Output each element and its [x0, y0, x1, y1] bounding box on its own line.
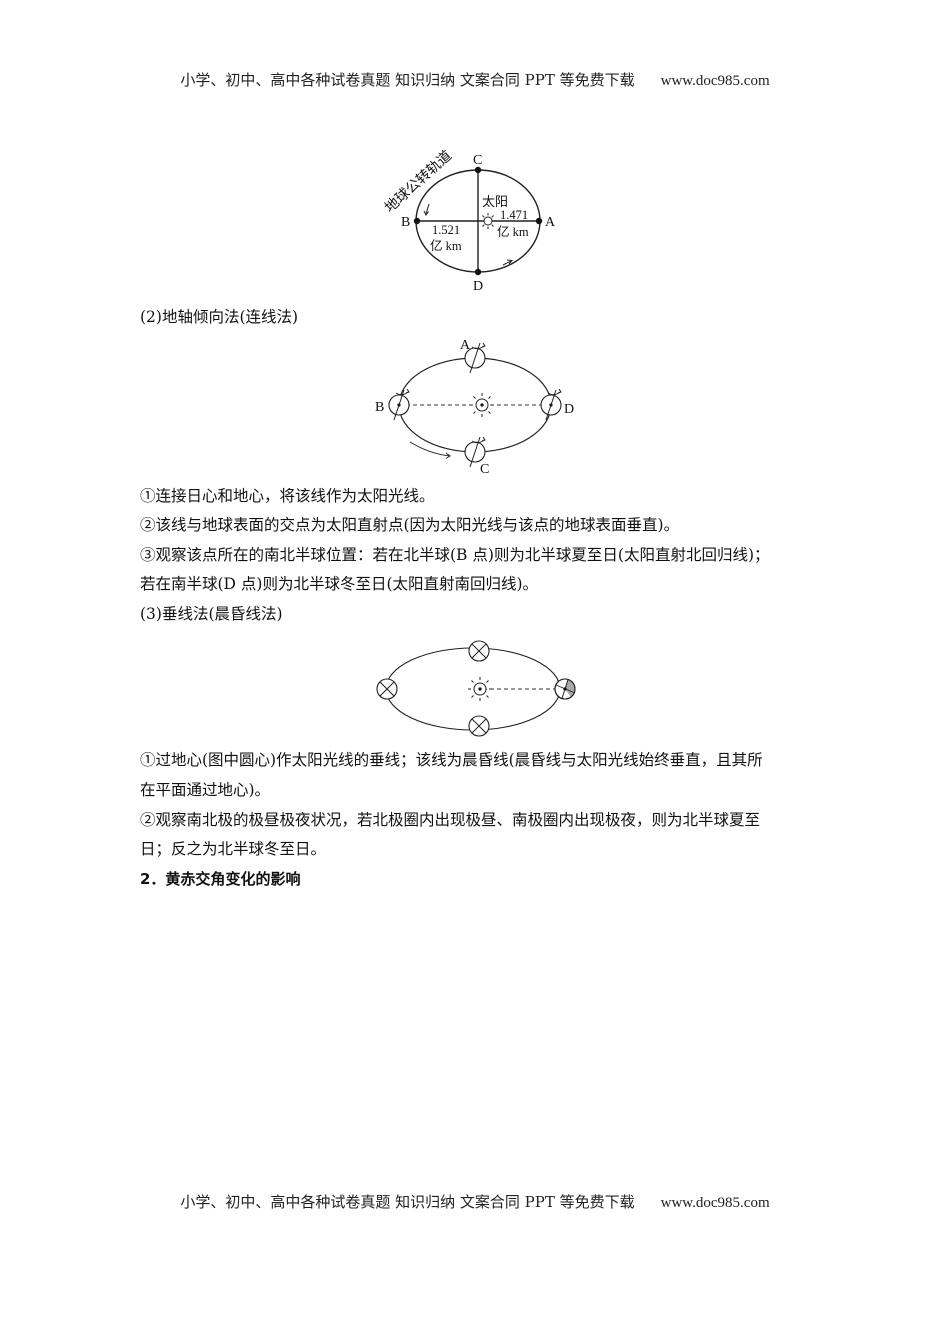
point-d-label: D	[473, 279, 483, 294]
earth-bottom-icon	[468, 715, 490, 737]
point-a-label: A	[460, 338, 471, 353]
orbit-distance-diagram: 地球公转轨道 C B A D 太阳 1.471 亿 km 1.521 亿 km	[382, 148, 556, 294]
earth-right-icon	[554, 678, 576, 700]
earth-top-icon	[468, 640, 490, 662]
point-d-label: D	[564, 402, 574, 417]
point-b-label: B	[401, 215, 410, 230]
point-b-label: B	[375, 400, 384, 415]
page-header: 小学、初中、高中各种试卷真题 知识归纳 文案合同 PPT 等免费下载 www.do…	[0, 69, 950, 90]
paragraph: 在平面通过地心)。	[140, 781, 271, 799]
paragraph: ③观察该点所在的南北半球位置：若在北半球(B 点)则为北半球夏至日(太阳直射北回…	[140, 546, 770, 564]
paragraph: ②该线与地球表面的交点为太阳直射点(因为太阳光线与该点的地球表面垂直)。	[140, 516, 680, 534]
earth-d-icon	[540, 388, 562, 421]
section-3-title: (3)垂线法(晨昏线法)	[140, 605, 283, 623]
earth-left-icon	[376, 678, 398, 700]
sun-icon	[468, 677, 492, 701]
sun-icon	[470, 393, 494, 417]
paragraph: ①连接日心和地心，将该线作为太阳光线。	[140, 487, 435, 505]
terminator-diagram	[376, 640, 576, 737]
paragraph: ②观察南北极的极昼极夜状况，若北极圈内出现极昼、南极圈内出现极夜，则为北半球夏至	[140, 811, 761, 829]
footer-url[interactable]: www.doc985.com	[660, 1195, 770, 1211]
axis-tilt-diagram: A B C D	[375, 338, 574, 477]
section-2-title: (2)地轴倾向法(连线法)	[140, 308, 299, 326]
earth-a-icon	[464, 342, 486, 374]
earth-b-icon	[388, 388, 410, 421]
far-distance: 1.521	[432, 223, 460, 237]
footer-text: 小学、初中、高中各种试卷真题 知识归纳 文案合同 PPT 等免费下载	[180, 1193, 635, 1211]
heading-2: 2．黄赤交角变化的影响	[140, 870, 301, 888]
paragraph: 若在南半球(D 点)则为北半球冬至日(太阳直射南回归线)。	[140, 575, 539, 593]
point-c-label: C	[480, 462, 489, 477]
sun-label: 太阳	[482, 194, 508, 209]
earth-c-icon	[464, 436, 486, 468]
header-text: 小学、初中、高中各种试卷真题 知识归纳 文案合同 PPT 等免费下载	[180, 71, 635, 89]
near-distance: 1.471	[500, 208, 528, 222]
header-url[interactable]: www.doc985.com	[660, 73, 770, 89]
near-unit: 亿 km	[497, 224, 529, 239]
far-unit: 亿 km	[430, 238, 462, 253]
point-c-label: C	[473, 153, 482, 168]
paragraph: 日；反之为北半球冬至日。	[140, 840, 327, 858]
point-a-label: A	[545, 215, 556, 230]
paragraph: ①过地心(图中圆心)作太阳光线的垂线；该线为晨昏线(晨昏线与太阳光线始终垂直，且…	[140, 751, 763, 769]
page-footer: 小学、初中、高中各种试卷真题 知识归纳 文案合同 PPT 等免费下载 www.do…	[0, 1191, 950, 1212]
sun-icon	[480, 213, 496, 229]
